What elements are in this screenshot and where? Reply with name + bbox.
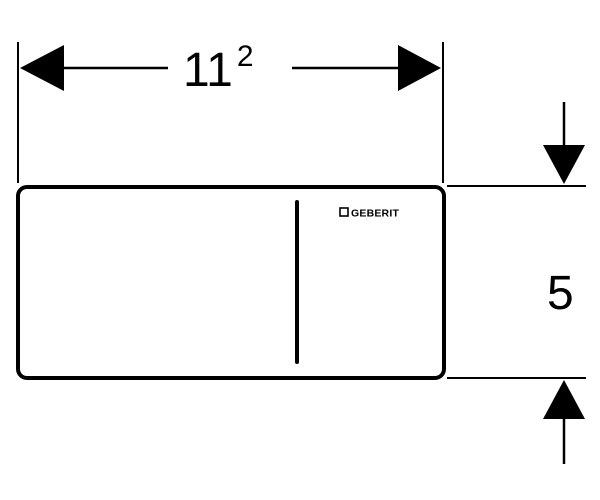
- height-dimension-label: 5: [547, 267, 574, 320]
- width-dimension-base: 11: [183, 44, 233, 97]
- actuator-plate: [16, 185, 446, 380]
- square-outline-icon: [339, 207, 349, 217]
- brand-logo-text: GEBERIT: [351, 208, 399, 220]
- height-arrow-up-icon: [543, 380, 585, 419]
- width-arrow-left-icon: [20, 45, 64, 91]
- brand-logo: GEBERIT: [339, 207, 399, 220]
- width-arrow-right-icon: [398, 45, 441, 91]
- height-arrow-down-icon: [543, 145, 585, 184]
- width-dimension-superscript: 2: [237, 40, 254, 73]
